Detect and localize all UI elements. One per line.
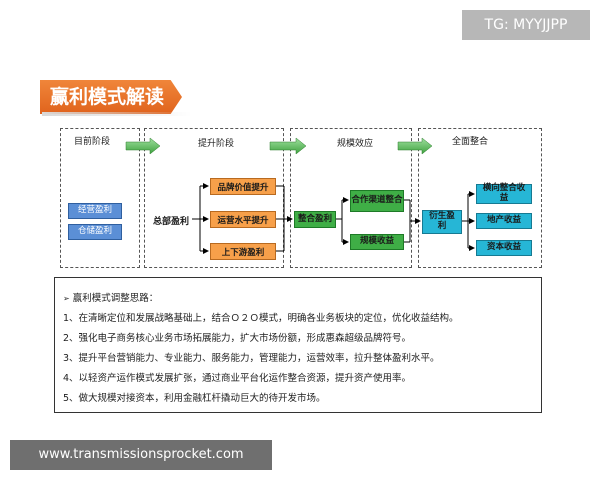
stage-current-label: 目前阶段	[73, 137, 110, 147]
stage-integrate-frame	[418, 128, 542, 268]
notes-box: ➢ 赢利模式调整思路： 1、在清晰定位和发展战略基础上，结合Ｏ２Ｏ模式，明确各业…	[54, 277, 542, 413]
box-current-ops: 经营盈利	[68, 203, 122, 219]
notes-item-1: 1、在清晰定位和发展战略基础上，结合Ｏ２Ｏ模式，明确各业务板块的定位，优化收益结…	[63, 313, 459, 324]
stage-current-frame	[60, 128, 140, 268]
notes-item-3: 3、提升平台营销能力、专业能力、服务能力，管理能力，运营效率，拉升整体盈利水平。	[63, 353, 440, 364]
stage-integrate-label: 全面整合	[451, 137, 488, 147]
stage-improve-label: 提升阶段	[197, 139, 234, 149]
stage-arrow-2	[269, 137, 307, 155]
notes-item-2: 2、强化电子商务核心业务市场拓展能力，扩大市场份额，形成惠森超级品牌符号。	[63, 333, 412, 344]
notes-heading-text: 赢利模式调整思路：	[72, 293, 159, 304]
notes-heading: ➢ 赢利模式调整思路：	[63, 290, 158, 304]
title-shadow	[42, 112, 192, 116]
watermark-top: TG: MYYJJPP	[462, 10, 590, 40]
box-integrated-profit: 整合盈利	[294, 211, 336, 228]
box-scale-income: 规模收益	[350, 234, 404, 250]
notes-item-4: 4、以轻资产运作模式发展扩张，通过商业平台化运作整合资源，提升资产使用率。	[63, 373, 412, 384]
box-property-income: 地产收益	[476, 213, 532, 229]
box-channel-integration: 合作渠道整合	[350, 190, 404, 212]
box-capital-income: 资本收益	[476, 240, 532, 256]
label-hq-profit: 总部盈利	[152, 217, 189, 227]
box-derivative-profit: 衍生盈利	[422, 210, 462, 234]
box-updown-profit: 上下游盈利	[210, 243, 276, 260]
notes-item-5: 5、做大规模对接资本，利用金融杠杆撬动巨大的待开发市场。	[63, 393, 326, 404]
watermark-bottom: www.transmissionsprocket.com	[10, 440, 272, 470]
stage-arrow-3	[397, 137, 433, 155]
box-ops-level: 运营水平提升	[210, 211, 276, 228]
stage-scale-frame	[290, 128, 412, 268]
stage-arrow-1	[125, 137, 161, 155]
box-vertical-income: 横向整合收益	[476, 183, 532, 204]
bullet-icon: ➢	[63, 294, 70, 303]
box-brand-value: 品牌价值提升	[210, 178, 276, 195]
box-warehouse: 仓储盈利	[68, 224, 122, 240]
page-title: 赢利模式解读	[40, 80, 182, 114]
stage-scale-label: 规模效应	[336, 139, 373, 149]
